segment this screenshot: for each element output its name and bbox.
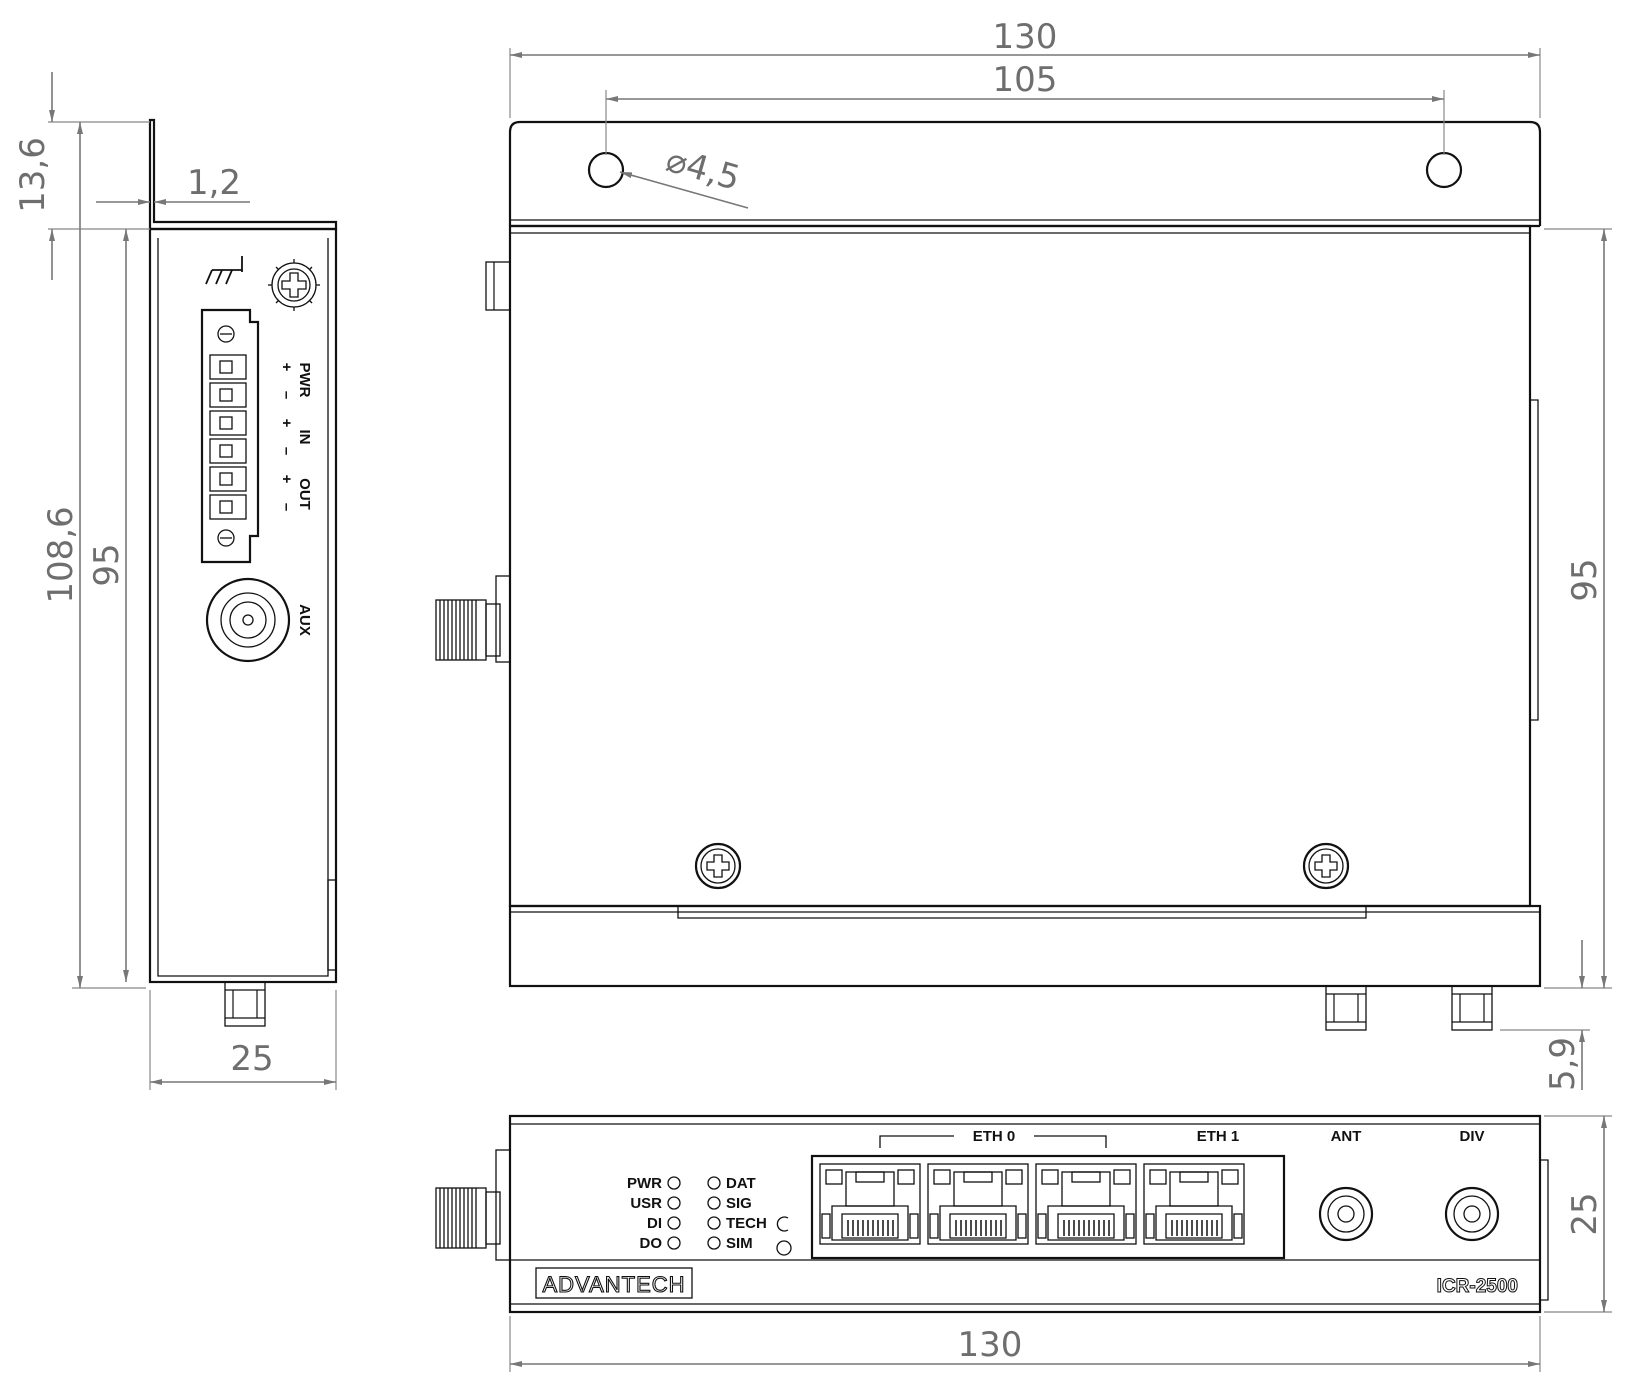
led-label-do: DO: [640, 1235, 663, 1252]
label-in: IN: [296, 430, 313, 445]
top-view: [435, 120, 1542, 1031]
front-view: PWR USR DI DO DAT SIG TECH SIM: [435, 1114, 1549, 1314]
terminal-block: [200, 308, 260, 564]
brand-logo-box: [535, 1267, 693, 1299]
led-group-left: PWR USR DI DO: [627, 1175, 681, 1252]
mount-hole-right: [1425, 151, 1463, 189]
eth1-port: [1143, 1163, 1245, 1245]
led-group-right: DAT SIG TECH SIM: [707, 1175, 767, 1252]
dim-top-body-height: 95: [1565, 558, 1605, 601]
terminal-polarities: + – + – + –: [278, 363, 295, 512]
polarity-6: –: [278, 503, 295, 511]
polarity-5: +: [278, 475, 295, 484]
led-sim-icon: [707, 1236, 721, 1250]
dim-side-depth: 25: [230, 1039, 273, 1079]
dim-side-total-height: 108,6: [41, 506, 81, 603]
led-do-icon: [667, 1236, 681, 1250]
eth0-port-2: [927, 1163, 1029, 1245]
led-label-sig: SIG: [726, 1195, 752, 1212]
top-div-connector: [1451, 985, 1493, 1031]
ethernet-block: [810, 1154, 1286, 1260]
mount-hole-left: [587, 151, 625, 189]
screw-right-icon: [1302, 842, 1350, 890]
gear-screw-icon: [268, 259, 320, 311]
label-out: OUT: [296, 478, 313, 510]
dim-flange-height: 13,6: [13, 137, 53, 213]
led-label-dat: DAT: [726, 1175, 756, 1192]
polarity-3: +: [278, 419, 295, 428]
dim-flange-thickness: 1,2: [187, 163, 241, 203]
led-di-icon: [667, 1216, 681, 1230]
polarity-1: +: [278, 363, 295, 372]
led-label-pwr: PWR: [627, 1175, 662, 1192]
dim-front-height: 25: [1565, 1192, 1605, 1235]
dimension-lines: [48, 48, 1612, 1372]
ground-icon: [205, 256, 243, 285]
led-label-sim: SIM: [726, 1235, 753, 1252]
side-bottom-connector: [224, 981, 266, 1027]
dim-hole-spacing: 105: [993, 60, 1058, 100]
ant-connector: [1318, 1186, 1374, 1242]
dimension-values: 130 105 ⌀4,5 13,6 1,2 108,6 95 25 95 5,9…: [13, 17, 1605, 1365]
aux-label: AUX: [296, 604, 313, 636]
led-usr-icon: [667, 1196, 681, 1210]
led-dat-icon: [707, 1176, 721, 1190]
top-ant-connector: [1325, 985, 1367, 1031]
top-side-antenna-connector: [435, 575, 511, 663]
terminal-labels: PWR IN OUT: [296, 363, 313, 510]
eth0-port-3: [1035, 1163, 1137, 1245]
div-connector: [1444, 1186, 1500, 1242]
dim-top-width: 130: [993, 17, 1058, 57]
eth0-label: ETH 0: [973, 1128, 1016, 1145]
dim-connector-protrusion: 5,9: [1543, 1037, 1583, 1091]
led-pwr-icon: [667, 1176, 681, 1190]
eth0-port-1: [819, 1163, 921, 1245]
aux-connector: [205, 577, 291, 663]
div-label: DIV: [1459, 1128, 1484, 1145]
top-left-small-connector: [485, 261, 511, 311]
side-view: + – + – + – PWR IN OUT AUX: [148, 118, 338, 1027]
polarity-2: –: [278, 391, 295, 399]
front-antenna-connector: [435, 1149, 511, 1261]
led-label-di: DI: [647, 1215, 662, 1232]
dim-hole-diameter: ⌀4,5: [662, 140, 745, 199]
dim-front-width: 130: [958, 1325, 1023, 1365]
model-label: ICR-2500: [1437, 1276, 1518, 1297]
ant-label: ANT: [1331, 1128, 1362, 1145]
led-tech-icon: [707, 1216, 721, 1230]
led-label-tech: TECH: [726, 1215, 767, 1232]
led-label-usr: USR: [630, 1195, 662, 1212]
polarity-4: –: [278, 447, 295, 455]
brand-logo: ADVANTECH: [542, 1272, 685, 1297]
label-pwr: PWR: [296, 363, 313, 398]
screw-left-icon: [694, 842, 742, 890]
dim-side-body-height: 95: [87, 543, 127, 586]
eth1-label: ETH 1: [1197, 1128, 1240, 1145]
led-sig-icon: [707, 1196, 721, 1210]
reset-button-icon: [776, 1216, 792, 1256]
